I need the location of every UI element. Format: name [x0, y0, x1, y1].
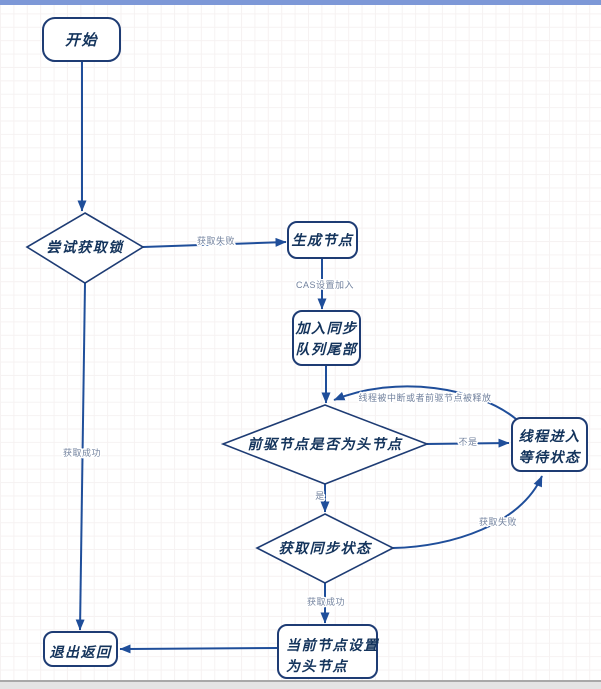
node-wait-state[interactable]: 线程进入 等待状态: [511, 417, 588, 472]
set-head-label-line1: 当前节点设置: [286, 637, 379, 654]
edge-label-cas-join[interactable]: CAS设置加入: [294, 279, 355, 292]
edge-label-interrupted-or-released[interactable]: 线程被中断或者前驱节点被释放: [357, 391, 493, 405]
exit-return-label: 退出返回: [50, 644, 113, 661]
edge-label-acquire-success-left[interactable]: 获取成功: [61, 446, 102, 460]
set-head-shape[interactable]: [277, 624, 378, 679]
node-start[interactable]: 开始: [42, 17, 121, 62]
status-bar: [0, 680, 601, 689]
enqueue-label-line2: 队列尾部: [296, 341, 359, 358]
edge-try-acquire-to-create-node[interactable]: [142, 237, 287, 248]
edge-label-acquire-success-bottom[interactable]: 获取成功: [305, 595, 346, 609]
edge-label-is-head[interactable]: 是: [314, 490, 326, 503]
edge-labels: 获取失败 CAS设置加入 线程被中断或者前驱节点被释放 不是 是 获取失败 获取…: [61, 234, 518, 609]
edge-try-acquire-to-exit-return[interactable]: [75, 282, 86, 631]
create-node-label: 生成节点: [292, 232, 354, 249]
edge-label-not-head[interactable]: 不是: [457, 436, 479, 449]
edges: [75, 61, 543, 654]
edge-set-head-to-exit-return[interactable]: [119, 644, 279, 654]
pred-check-label: 前驱节点是否为头节点: [248, 436, 403, 453]
node-set-head[interactable]: 当前节点设置 为头节点: [277, 624, 379, 679]
edge-acquire-sync-to-wait-state-curve[interactable]: [392, 475, 543, 549]
try-acquire-shape[interactable]: [25, 212, 145, 284]
edge-label-acquire-fail-1[interactable]: 获取失败: [195, 234, 236, 248]
node-try-acquire-lock[interactable]: 尝试获取锁: [25, 212, 145, 284]
wait-state-label-line1: 线程进入: [519, 428, 581, 445]
enqueue-shape[interactable]: [292, 310, 361, 366]
acquire-sync-shape[interactable]: [255, 513, 395, 584]
start-shape[interactable]: [42, 17, 121, 62]
exit-return-shape[interactable]: [43, 631, 118, 667]
pred-check-shape[interactable]: [220, 404, 430, 485]
enqueue-label-line1: 加入同步: [295, 320, 358, 337]
nodes: 开始 尝试获取锁 生成节点 加入同步 队列尾部 前驱节点是否为头节点: [25, 17, 588, 679]
create-node-shape[interactable]: [287, 221, 358, 259]
node-exit-return[interactable]: 退出返回: [43, 631, 118, 667]
set-head-label-line2: 为头节点: [286, 658, 348, 675]
wait-state-label-line2: 等待状态: [519, 449, 582, 466]
node-create-node[interactable]: 生成节点: [287, 221, 358, 259]
wait-state-shape[interactable]: [511, 417, 588, 472]
acquire-sync-label: 获取同步状态: [279, 540, 373, 557]
window-top-border: [0, 0, 601, 5]
edge-pred-check-to-wait-state[interactable]: [426, 438, 510, 448]
node-acquire-sync-state[interactable]: 获取同步状态: [255, 513, 395, 584]
edge-label-acquire-fail-2[interactable]: 获取失败: [477, 515, 518, 529]
node-pred-is-head-check[interactable]: 前驱节点是否为头节点: [220, 404, 430, 485]
edge-wait-state-to-pred-check-curve[interactable]: [333, 385, 517, 420]
node-enqueue-sync-queue[interactable]: 加入同步 队列尾部: [292, 310, 361, 366]
try-acquire-label: 尝试获取锁: [46, 239, 125, 256]
start-label: 开始: [65, 32, 99, 49]
